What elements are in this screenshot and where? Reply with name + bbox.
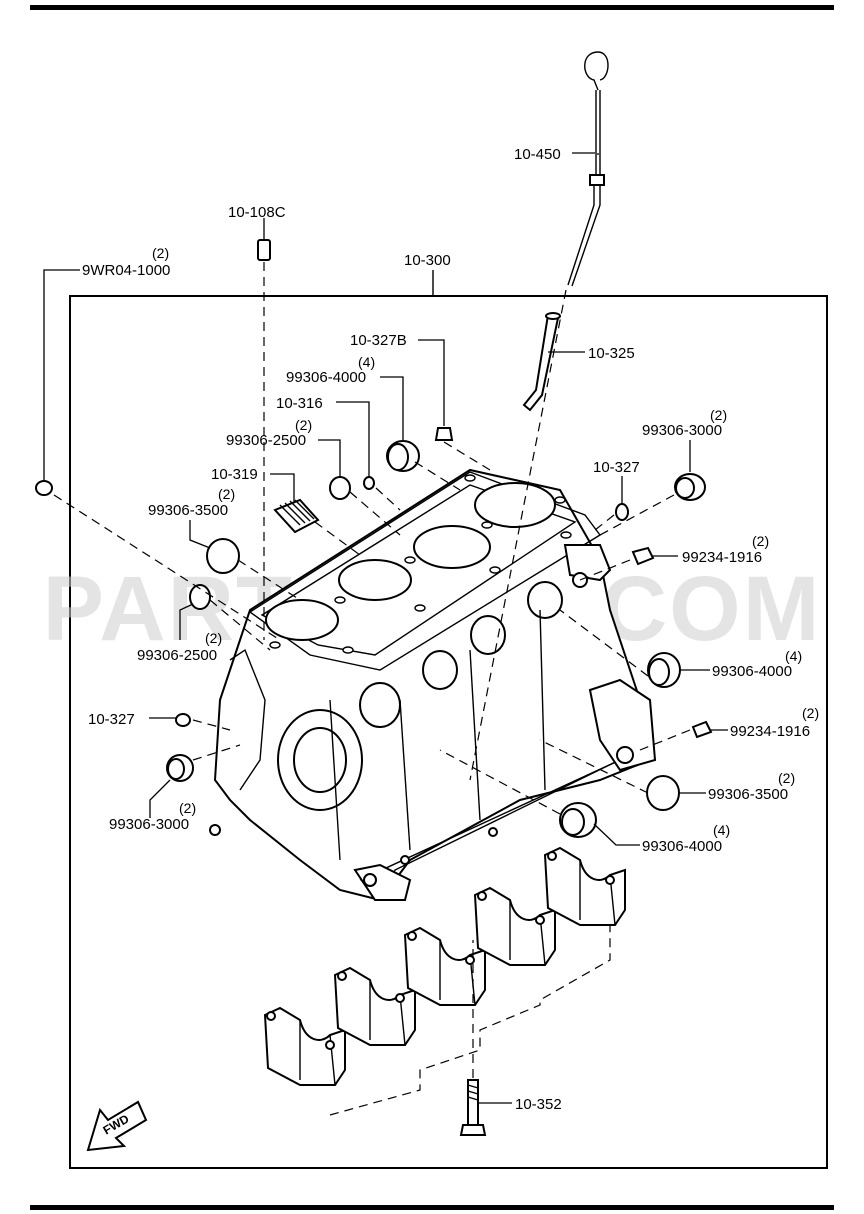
bore-1 (265, 599, 339, 641)
label-99306-3500-b: 99306-3500 (708, 786, 788, 803)
assembly-frame (69, 295, 828, 1169)
core-plug-4000-lower (559, 802, 597, 838)
dowel-pin (257, 239, 271, 261)
stud-10-319 (273, 498, 320, 534)
jet-99234-lower (691, 720, 713, 739)
label-10-316: 10-316 (276, 395, 323, 412)
bore-3 (413, 525, 491, 569)
bottom-rule (30, 1205, 834, 1210)
dipstick-tube (522, 312, 561, 412)
bearing-cap-5 (543, 846, 626, 926)
label-99306-2500-b: 99306-2500 (137, 647, 217, 664)
assembly-guide-lines (53, 262, 691, 1078)
core-plug-3000-left (166, 754, 194, 782)
core-plug-3500-left (206, 538, 240, 574)
label-99306-3000-b: 99306-3000 (109, 816, 189, 833)
label-99306-3500-a: 99306-3500 (148, 502, 228, 519)
bearing-cap-4 (473, 886, 556, 966)
bore-4 (474, 482, 556, 528)
label-10-327-a: 10-327 (593, 459, 640, 476)
core-plug-4000-right (647, 652, 681, 688)
label-99306-3000-a: 99306-3000 (642, 422, 722, 439)
label-10-319: 10-319 (211, 466, 258, 483)
qty-99234-1916-b: (2) (802, 705, 819, 721)
bearing-cap-2 (333, 966, 416, 1046)
forward-direction-indicator: FWD (86, 1100, 148, 1152)
qty-9wr04: (2) (152, 245, 169, 261)
label-10-300: 10-300 (404, 252, 451, 269)
label-10-352: 10-352 (515, 1096, 562, 1113)
qty-99306-3500-b: (2) (778, 770, 795, 786)
label-10-108c: 10-108C (228, 204, 286, 221)
qty-99306-2500-b: (2) (205, 630, 222, 646)
core-plug-3000-right (674, 473, 706, 501)
plug-10-327b (434, 427, 454, 441)
bearing-cap-1 (263, 1006, 346, 1086)
core-plug-top (386, 440, 420, 472)
label-10-327b: 10-327B (350, 332, 407, 349)
plug-10-327-right (615, 503, 629, 521)
qty-99306-2500-a: (2) (295, 417, 312, 433)
qty-99306-4000-c: (4) (713, 822, 730, 838)
label-99306-4000-b: 99306-4000 (712, 663, 792, 680)
jet-99234-upper (631, 546, 655, 566)
label-99306-4000-c: 99306-4000 (642, 838, 722, 855)
label-10-327-b: 10-327 (88, 711, 135, 728)
qty-99306-3000-b: (2) (179, 800, 196, 816)
qty-99306-3000-a: (2) (710, 407, 727, 423)
cylinder-block (209, 468, 657, 902)
core-plug-small-top (329, 476, 351, 500)
drain-plug-left (35, 480, 53, 496)
plug-10-327-left (175, 713, 191, 727)
oil-dipstick (567, 51, 609, 287)
qty-99306-3500-a: (2) (218, 486, 235, 502)
top-rule (30, 5, 834, 10)
core-plug-2500-left (189, 584, 211, 610)
qty-99234-1916-a: (2) (752, 533, 769, 549)
core-plug-3500-right (646, 775, 680, 811)
label-99306-4000-a: 99306-4000 (286, 369, 366, 386)
bearing-cap-3 (403, 926, 486, 1006)
label-10-325: 10-325 (588, 345, 635, 362)
main-bearing-bolt (459, 1079, 487, 1136)
qty-99306-4000-a: (4) (358, 354, 375, 370)
label-99234-1916-b: 99234-1916 (730, 723, 810, 740)
label-99306-2500-a: 99306-2500 (226, 432, 306, 449)
part-labels: 10-450 10-108C 10-300 (2) 9WR04-1000 10-… (82, 146, 819, 1113)
label-9wr04: 9WR04-1000 (82, 262, 170, 279)
plug-10-316 (363, 476, 375, 490)
leader-lines (43, 152, 728, 1104)
bore-2 (338, 559, 412, 601)
label-10-450: 10-450 (514, 146, 561, 163)
qty-99306-4000-b: (4) (785, 648, 802, 664)
label-99234-1916-a: 99234-1916 (682, 549, 762, 566)
core-plug-seat-1 (359, 682, 401, 728)
main-bearing-caps (263, 846, 626, 1116)
